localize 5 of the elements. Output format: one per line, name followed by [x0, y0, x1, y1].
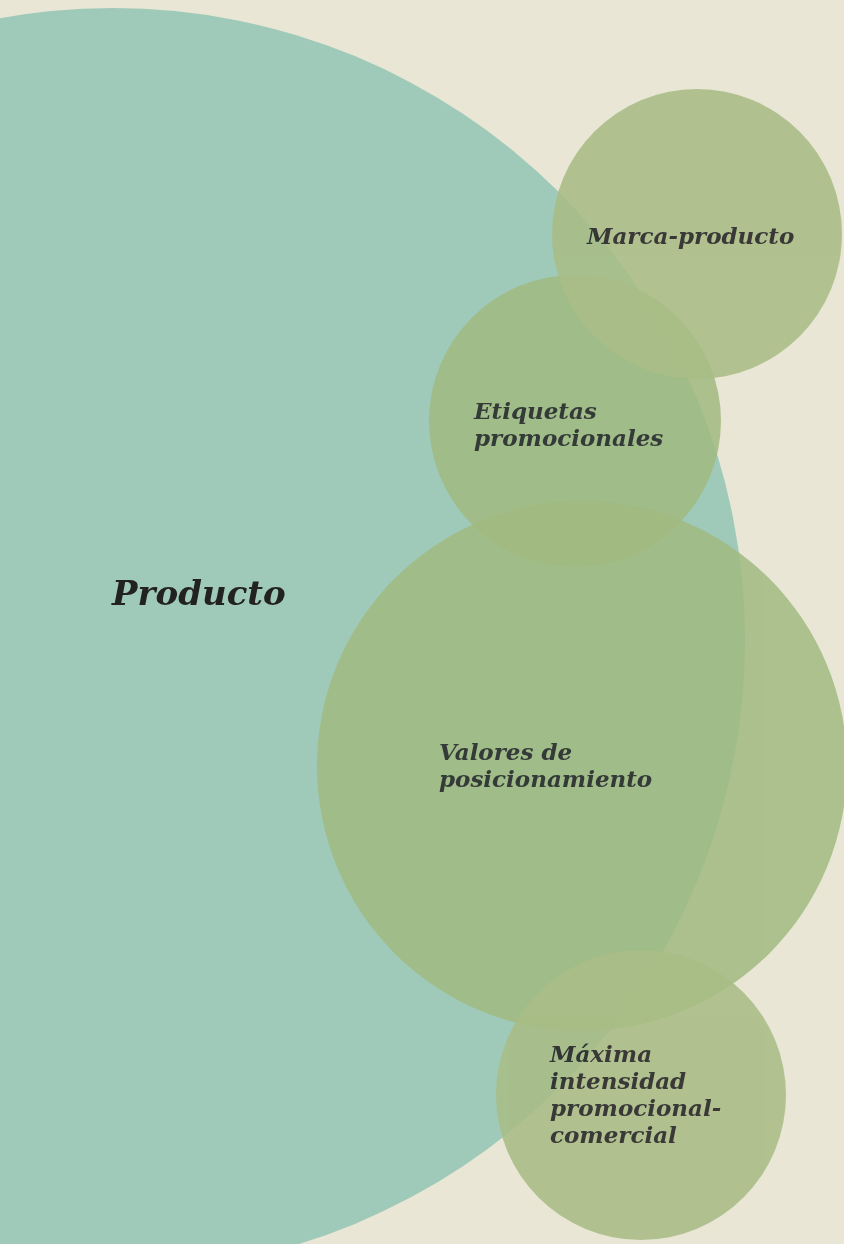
circle-label: Producto — [112, 574, 287, 612]
circle-label: Máxima intensidad promocional-comercial — [550, 1040, 723, 1148]
circle-label: Valores de posicionamiento — [439, 738, 654, 792]
circle-label: Etiquetas promocionales — [474, 397, 665, 451]
circle-label: Marca-producto — [587, 222, 796, 249]
